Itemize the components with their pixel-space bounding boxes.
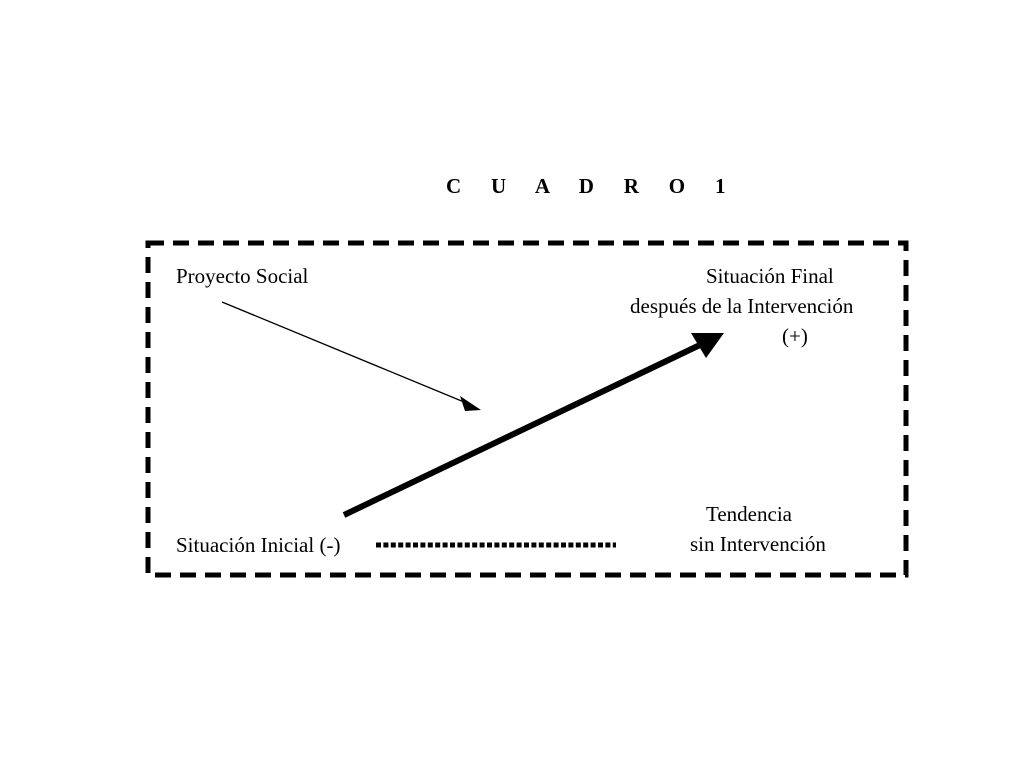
label-situacion-final-line2: después de la Intervención xyxy=(630,294,854,318)
label-tendencia-line1: Tendencia xyxy=(706,502,792,526)
dashed-frame xyxy=(145,240,909,578)
label-situacion-inicial: Situación Inicial (-) xyxy=(176,533,341,557)
intervention-arrow-line xyxy=(342,341,704,518)
label-situacion-final-line1: Situación Final xyxy=(706,264,834,288)
label-proyecto-social: Proyecto Social xyxy=(176,264,309,288)
label-tendencia-line2: sin Intervención xyxy=(690,532,826,556)
figure-title: C U A D R O 1 xyxy=(446,174,738,198)
proyecto-arrow-line xyxy=(221,301,465,403)
proyecto-arrow-head xyxy=(460,396,481,411)
intervention-arrow-head xyxy=(691,333,724,358)
label-situacion-final-line3: (+) xyxy=(782,324,808,348)
